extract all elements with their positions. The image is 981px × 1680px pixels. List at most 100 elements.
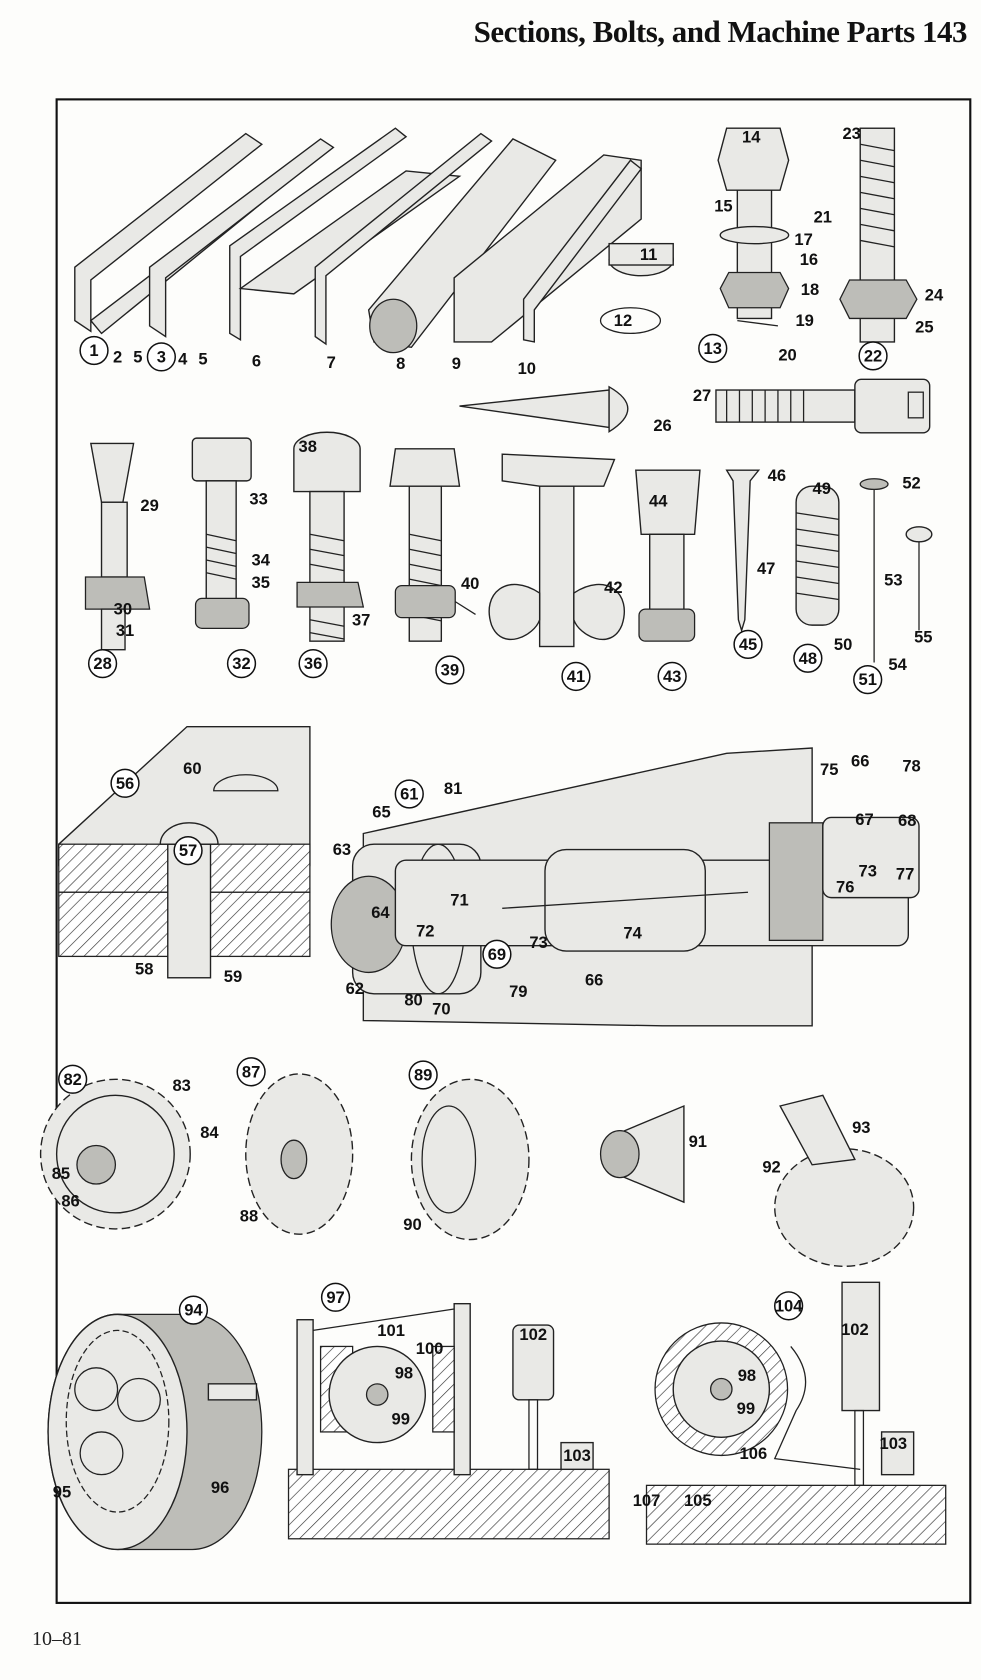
hexagon-head-bolt <box>717 127 790 327</box>
part-label: 69 <box>488 945 506 964</box>
stud-bolt <box>839 127 918 343</box>
label-circle <box>482 939 512 969</box>
part-label: 104 <box>775 1296 803 1315</box>
part-label: 64 <box>371 903 390 922</box>
label-circle <box>110 768 140 798</box>
part-label: 66 <box>585 970 603 989</box>
label-circle <box>408 1060 438 1090</box>
part-label: 45 <box>739 635 757 654</box>
part-label: 71 <box>450 890 468 909</box>
part-label: 98 <box>395 1364 413 1383</box>
part-label: 13 <box>704 339 722 358</box>
part-label: 100 <box>416 1339 444 1358</box>
part-label: 60 <box>183 759 201 778</box>
part-label: 12 <box>614 311 632 330</box>
part-label: 25 <box>915 317 933 336</box>
part-label: 8 <box>396 354 405 373</box>
part-label: 74 <box>623 923 642 942</box>
bolts-row <box>84 431 933 663</box>
label-circle <box>173 835 203 866</box>
label-circle <box>657 661 687 692</box>
shaft-bearing-assembly <box>330 747 920 1027</box>
part-label: 56 <box>116 774 134 793</box>
part-label: 26 <box>653 416 671 435</box>
part-label: 29 <box>140 496 158 515</box>
part-label: 9 <box>452 354 461 373</box>
part-label: 10 <box>518 359 536 378</box>
label-circle <box>146 342 176 372</box>
part-label: 72 <box>416 921 434 940</box>
part-label: 32 <box>232 654 250 673</box>
shoe-brake <box>287 1302 610 1540</box>
part-label: 57 <box>179 841 197 860</box>
part-label: 5 <box>133 347 142 366</box>
part-label: 86 <box>61 1192 79 1211</box>
part-label: 47 <box>757 559 775 578</box>
label-circle <box>320 1282 351 1312</box>
part-label: 35 <box>252 573 270 592</box>
part-label: 65 <box>372 803 390 822</box>
part-label: 70 <box>432 999 450 1018</box>
part-label: 2 <box>113 347 122 366</box>
part-label: 43 <box>663 667 681 686</box>
band-brake <box>645 1281 947 1545</box>
part-label: 7 <box>327 353 336 372</box>
part-label: 66 <box>851 751 869 770</box>
part-label: 38 <box>299 437 317 456</box>
label-circle <box>561 661 591 692</box>
part-label: 62 <box>346 979 364 998</box>
part-label: 54 <box>888 655 907 674</box>
part-label: 63 <box>333 840 351 859</box>
part-label: 94 <box>184 1301 203 1320</box>
part-label: 14 <box>742 127 761 146</box>
part-label: 76 <box>836 877 854 896</box>
label-circle <box>298 648 328 679</box>
label-circle <box>435 655 465 685</box>
part-label: 101 <box>377 1321 405 1340</box>
part-label: 73 <box>529 933 547 952</box>
part-label: 5 <box>198 350 207 369</box>
planetary-gear <box>47 1313 263 1551</box>
label-circle <box>858 341 888 371</box>
part-label: 90 <box>403 1215 421 1234</box>
screws-horizontal <box>459 378 931 434</box>
part-label: 18 <box>801 280 819 299</box>
part-label: 77 <box>896 865 914 884</box>
part-label: 55 <box>914 627 932 646</box>
part-label: 103 <box>880 1434 908 1453</box>
part-label: 41 <box>567 667 585 686</box>
part-label: 79 <box>509 982 527 1001</box>
part-label: 24 <box>925 285 944 304</box>
part-label: 59 <box>224 967 242 986</box>
part-label: 1 <box>89 341 98 360</box>
label-circle <box>733 629 763 660</box>
label-circle <box>79 335 109 366</box>
part-label: 48 <box>799 649 817 668</box>
part-label: 92 <box>762 1157 780 1176</box>
part-label: 16 <box>800 250 818 269</box>
part-label: 49 <box>813 479 831 498</box>
part-label: 37 <box>352 610 370 629</box>
part-label: 22 <box>864 346 882 365</box>
part-label: 19 <box>795 311 813 330</box>
part-label: 85 <box>52 1164 70 1183</box>
part-label: 36 <box>304 654 322 673</box>
part-label: 84 <box>200 1123 219 1142</box>
label-circle <box>773 1291 804 1321</box>
part-label: 93 <box>852 1118 870 1137</box>
part-label: 95 <box>53 1482 71 1501</box>
part-label: 97 <box>326 1288 344 1307</box>
label-circle <box>394 779 424 809</box>
part-label: 75 <box>820 760 838 779</box>
part-label: 102 <box>841 1320 869 1339</box>
plate-frame <box>55 98 972 1604</box>
part-label: 80 <box>404 991 422 1010</box>
label-circle <box>793 643 823 673</box>
label-circle <box>236 1057 266 1087</box>
part-label: 15 <box>714 197 732 216</box>
label-circle <box>853 664 883 695</box>
part-label: 88 <box>240 1207 258 1226</box>
page-footer-code: 10–81 <box>32 1628 82 1650</box>
